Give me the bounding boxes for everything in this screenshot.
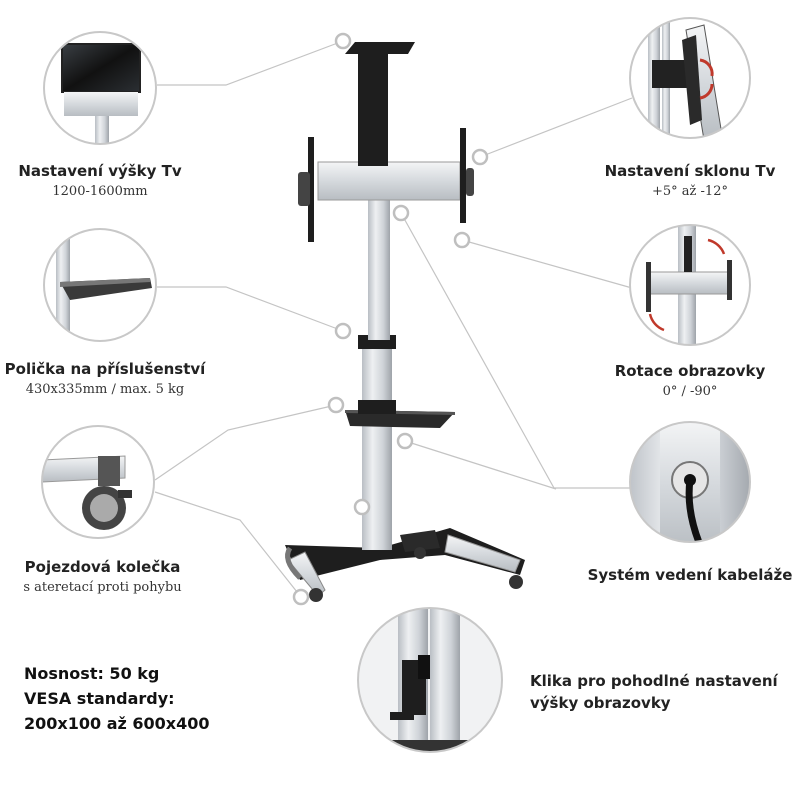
- label-rotation-title: Rotace obrazovky: [614, 362, 766, 380]
- connector-lines: [154, 40, 633, 598]
- label-height-sub: 1200-1600mm: [52, 184, 148, 199]
- spec-capacity: Nosnost: 50 kg: [24, 664, 160, 683]
- crank-detail-icon: [357, 607, 503, 753]
- spec-vesa-title: VESA standardy:: [24, 689, 175, 708]
- label-crank-line2: výšky obrazovky: [530, 694, 671, 712]
- label-tilt: Nastavení sklonu Tv +5° až -12°: [600, 162, 780, 199]
- cable-detail-icon: [629, 421, 751, 543]
- rotation-detail-icon: [629, 224, 751, 346]
- label-shelf-title: Polička na příslušenství: [4, 360, 206, 378]
- label-rotation: Rotace obrazovky 0° / -90°: [600, 362, 780, 399]
- label-cables: Systém vedení kabeláže: [585, 566, 795, 584]
- label-wheels-title: Pojezdová kolečka: [24, 558, 181, 576]
- label-tilt-sub: +5° až -12°: [652, 184, 728, 199]
- tilt-detail-icon: [629, 17, 751, 139]
- label-wheels: Pojezdová kolečka s ateretací proti pohy…: [0, 558, 205, 595]
- callout-dots: [292, 32, 489, 606]
- label-height-title: Nastavení výšky Tv: [18, 162, 182, 180]
- label-wheels-sub: s ateretací proti pohybu: [23, 580, 182, 595]
- label-rotation-sub: 0° / -90°: [662, 384, 718, 399]
- label-shelf-sub: 430x335mm / max. 5 kg: [25, 382, 185, 397]
- spec-vesa-range: 200x100 až 600x400: [24, 714, 210, 733]
- shelf-detail-icon: [43, 228, 157, 342]
- tv-detail-icon: [43, 31, 157, 145]
- label-crank-line1: Klika pro pohodlné nastavení: [530, 672, 778, 690]
- label-tilt-title: Nastavení sklonu Tv: [604, 162, 776, 180]
- label-height: Nastavení výšky Tv 1200-1600mm: [10, 162, 190, 199]
- wheel-detail-icon: [41, 425, 155, 539]
- tv-stand: [285, 42, 525, 602]
- label-shelf: Polička na příslušenství 430x335mm / max…: [0, 360, 210, 397]
- specs-block: Nosnost: 50 kg VESA standardy: 200x100 a…: [24, 661, 209, 736]
- label-cables-title: Systém vedení kabeláže: [587, 566, 793, 584]
- label-crank: Klika pro pohodlné nastavení výšky obraz…: [530, 670, 778, 714]
